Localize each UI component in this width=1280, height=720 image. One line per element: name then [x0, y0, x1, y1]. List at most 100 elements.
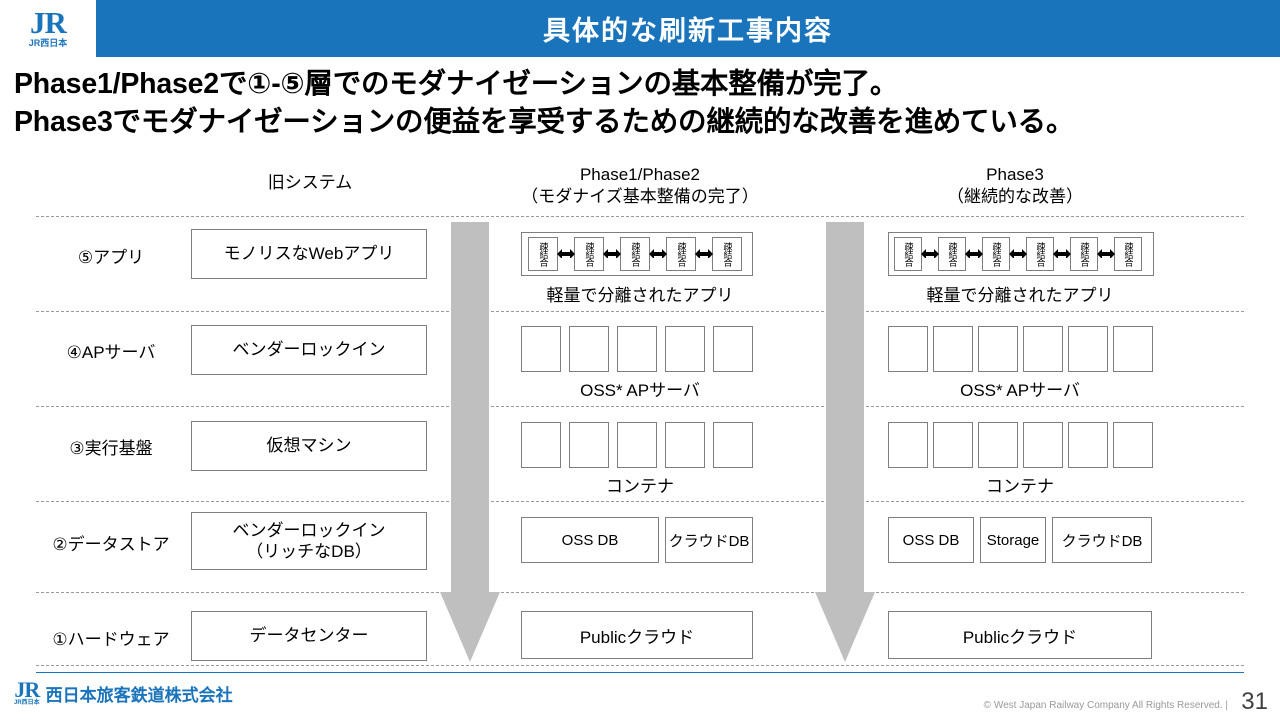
lead-line-1: Phase1/Phase2で①-⑤層でのモダナイゼーションの基本整備が完了。	[14, 68, 899, 100]
lead-text: Phase1/Phase2で①-⑤層でのモダナイゼーションの基本整備が完了。 P…	[14, 66, 1274, 142]
old-box-runtime: 仮想マシン	[191, 421, 427, 471]
row-label-hardware: ①ハードウェア	[52, 630, 170, 649]
datastore-box-oss-db: OSS DB	[521, 517, 659, 563]
jr-logo: JR JR西日本	[0, 0, 96, 57]
container-box	[1113, 422, 1153, 468]
apserver-box	[1113, 326, 1153, 372]
column-header-phase3: Phase3 （継続的な改善）	[865, 164, 1165, 208]
jr-logo-sub: JR西日本	[28, 38, 68, 48]
footer-copyright: © West Japan Railway Company All Rights …	[983, 700, 1228, 711]
phase12-hardware-box: Publicクラウド	[521, 611, 753, 659]
phase12-runtime-caption: コンテナ	[606, 477, 674, 496]
footer-company-name: 西日本旅客鉄道株式会社	[45, 686, 233, 705]
row-label-datastore: ②データストア	[52, 535, 170, 554]
row-divider	[36, 406, 1244, 407]
connector-arrow-icon	[649, 249, 667, 258]
apserver-box	[665, 326, 705, 372]
phase3-apserver-caption: OSS* APサーバ	[960, 381, 1080, 400]
column-title-old: 旧システム	[267, 173, 353, 192]
microservice-box: 疎結合	[894, 237, 922, 271]
row-divider	[36, 501, 1244, 502]
microservice-box: 疎結合	[574, 237, 604, 271]
microservice-label: 疎結合	[1079, 242, 1090, 266]
footer-divider	[36, 672, 1244, 673]
apserver-box	[569, 326, 609, 372]
transition-arrow-2	[815, 222, 875, 662]
column-header-old: 旧システム	[165, 172, 455, 194]
old-box-datastore-line1: ベンダーロックイン	[232, 520, 386, 540]
datastore-box-cloud-db: クラウドDB	[1052, 517, 1152, 563]
phase12-apps-caption: 軽量で分離されたアプリ	[546, 286, 734, 305]
connector-arrow-icon	[603, 249, 621, 258]
column-subtitle-phase3: （継続的な改善）	[947, 187, 1083, 207]
old-box-apserver: ベンダーロックイン	[191, 325, 427, 375]
microservice-label: 疎結合	[991, 242, 1002, 266]
row-divider	[36, 592, 1244, 593]
apserver-box	[1068, 326, 1108, 372]
datastore-box-storage: Storage	[980, 517, 1046, 563]
microservice-label: 疎結合	[538, 242, 549, 266]
datastore-box-oss-db: OSS DB	[888, 517, 974, 563]
microservice-label: 疎結合	[1123, 242, 1134, 266]
microservice-box: 疎結合	[712, 237, 742, 271]
footer-logo-main: JR	[14, 677, 40, 702]
datastore-box-cloud-db: クラウドDB	[665, 517, 753, 563]
container-box	[521, 422, 561, 468]
row-divider	[36, 311, 1244, 312]
connector-arrow-icon	[695, 249, 713, 258]
transition-arrow-1	[440, 222, 500, 662]
microservice-label: 疎結合	[947, 242, 958, 266]
container-box	[1023, 422, 1063, 468]
old-box-datastore-line2: （リッチなDB）	[246, 542, 372, 561]
microservice-box: 疎結合	[982, 237, 1010, 271]
microservice-box: 疎結合	[528, 237, 558, 271]
phase3-runtime-caption: コンテナ	[986, 477, 1054, 496]
microservice-label: 疎結合	[584, 242, 595, 266]
connector-arrow-icon	[557, 249, 575, 258]
connector-arrow-icon	[1053, 249, 1071, 258]
old-box-datastore: ベンダーロックイン （リッチなDB）	[191, 512, 427, 570]
apserver-box	[1023, 326, 1063, 372]
row-label-apps: ⑤アプリ	[77, 248, 145, 267]
page-header: JR JR西日本 具体的な刷新工事内容	[0, 0, 1280, 57]
container-box	[1068, 422, 1108, 468]
connector-arrow-icon	[965, 249, 983, 258]
apserver-box	[933, 326, 973, 372]
old-box-hardware: データセンター	[191, 611, 427, 661]
apserver-box	[978, 326, 1018, 372]
container-box	[888, 422, 928, 468]
apserver-box	[521, 326, 561, 372]
microservice-box: 疎結合	[666, 237, 696, 271]
apserver-box	[617, 326, 657, 372]
phase12-apserver-caption: OSS* APサーバ	[580, 381, 700, 400]
column-header-phase12: Phase1/Phase2 （モダナイズ基本整備の完了）	[490, 164, 790, 208]
row-label-runtime: ③実行基盤	[69, 439, 153, 458]
column-title-phase12: Phase1/Phase2	[579, 165, 701, 184]
microservice-label: 疎結合	[630, 242, 641, 266]
microservice-label: 疎結合	[903, 242, 914, 266]
row-divider	[36, 665, 1244, 666]
phase3-hardware-box: Publicクラウド	[888, 611, 1152, 659]
container-box	[978, 422, 1018, 468]
microservice-box: 疎結合	[620, 237, 650, 271]
page-number: 31	[1241, 688, 1268, 715]
column-title-phase3: Phase3	[986, 165, 1044, 184]
container-box	[933, 422, 973, 468]
column-subtitle-phase12: （モダナイズ基本整備の完了）	[521, 187, 759, 207]
microservice-box: 疎結合	[1026, 237, 1054, 271]
row-label-apserver: ④APサーバ	[66, 343, 156, 362]
microservice-label: 疎結合	[1035, 242, 1046, 266]
jr-logo-main: JR	[30, 5, 67, 40]
phase3-apps-caption: 軽量で分離されたアプリ	[926, 286, 1114, 305]
footer-logo: JR JR西日本 西日本旅客鉄道株式会社	[14, 677, 233, 707]
page-title: 具体的な刷新工事内容	[543, 16, 833, 46]
container-box	[713, 422, 753, 468]
connector-arrow-icon	[1097, 249, 1115, 258]
microservice-box: 疎結合	[1114, 237, 1142, 271]
apserver-box	[888, 326, 928, 372]
microservice-label: 疎結合	[722, 242, 733, 266]
row-divider	[36, 216, 1244, 217]
old-box-apps: モノリスなWebアプリ	[191, 229, 427, 279]
connector-arrow-icon	[921, 249, 939, 258]
container-box	[569, 422, 609, 468]
